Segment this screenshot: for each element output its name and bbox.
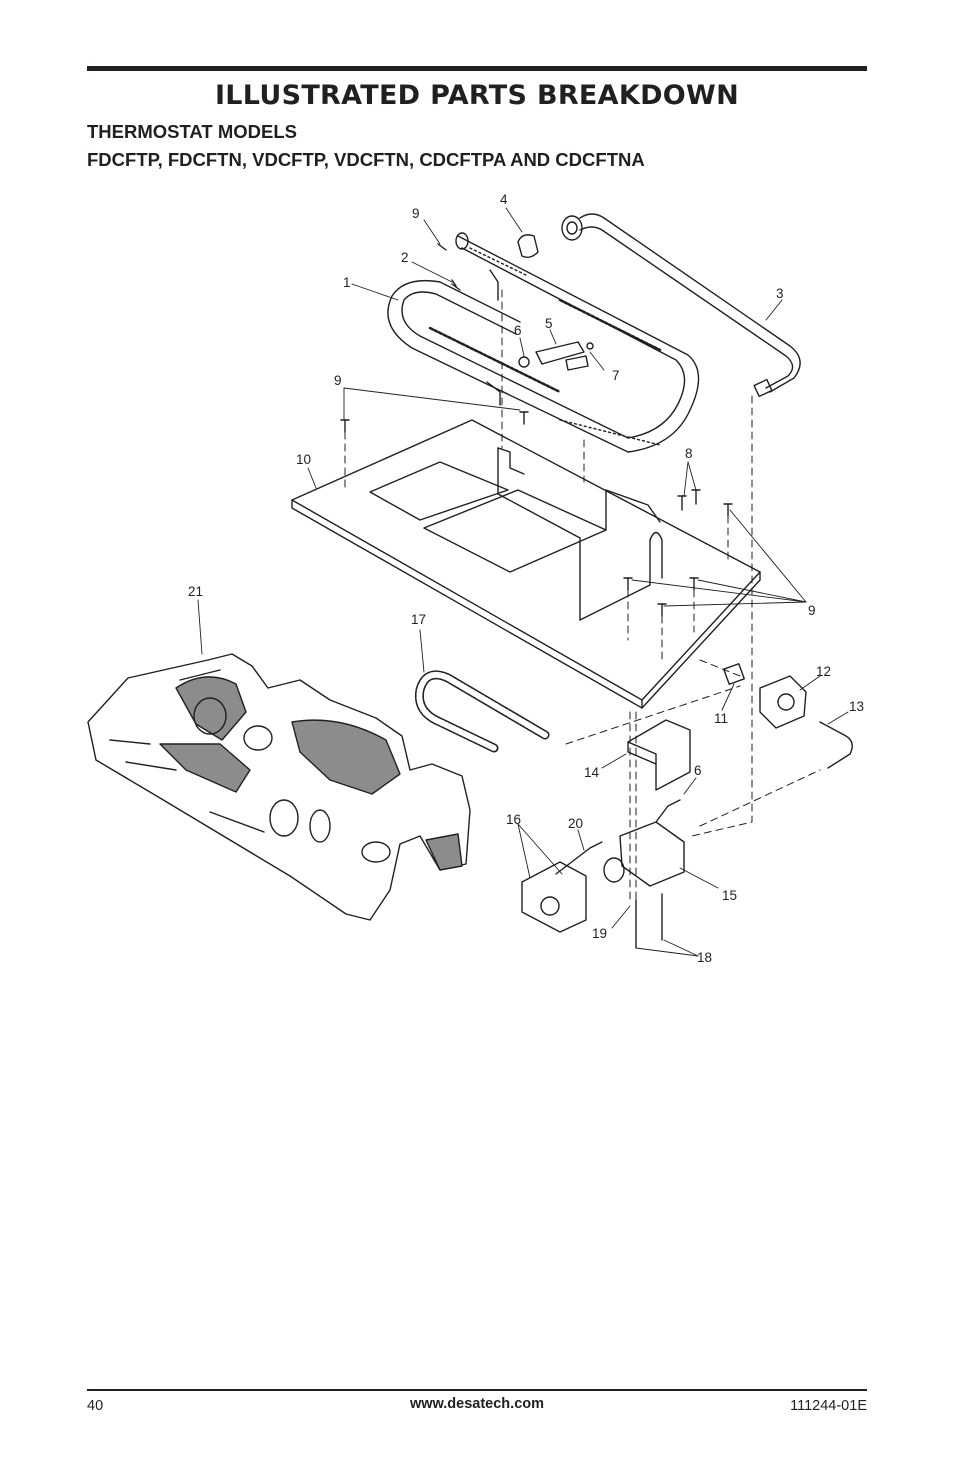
callout-12: 12	[816, 664, 831, 679]
callout-11: 11	[714, 711, 728, 726]
subtitle-model-list: FDCFTP, FDCFTN, VDCFTP, VDCFTN, CDCFTPA …	[87, 149, 645, 170]
callout-1: 1	[343, 275, 351, 290]
callout-3: 3	[776, 286, 784, 301]
callout-19: 19	[592, 926, 607, 941]
callout-7: 7	[612, 368, 620, 383]
burner-base-tray	[291, 419, 761, 709]
callout-15: 15	[722, 888, 737, 903]
top-rule	[87, 66, 867, 71]
burner-tube	[387, 232, 700, 453]
air-shutter	[517, 234, 539, 259]
valve-bracket	[627, 719, 691, 791]
subtitle-models: THERMOSTAT MODELS	[87, 121, 297, 142]
callout-6-valve: 6	[694, 763, 702, 778]
callout-6-pilot: 6	[514, 323, 522, 338]
flex-gas-line	[414, 670, 550, 753]
gas-valve	[603, 799, 685, 949]
page-title: ILLUSTRATED PARTS BREAKDOWN	[214, 80, 740, 111]
page-number: 40	[87, 1398, 104, 1414]
assembly-lines	[344, 289, 821, 901]
callout-20: 20	[568, 816, 583, 831]
callout-18: 18	[697, 950, 712, 965]
orifice-2	[451, 279, 461, 291]
callout-10: 10	[296, 452, 311, 467]
parts-diagram: 1 2 3 4 5 6 7 8 9 9 9 10 11 12 13 14 15 …	[87, 192, 864, 965]
callout-4: 4	[500, 192, 508, 207]
regulator-tubing	[819, 721, 853, 769]
callout-14: 14	[584, 765, 600, 780]
callout-21: 21	[188, 584, 203, 599]
callout-13: 13	[849, 699, 864, 714]
regulator	[723, 663, 807, 729]
document-number: 111244-01E	[790, 1398, 867, 1414]
callout-9-top: 9	[412, 206, 420, 221]
log-set	[87, 653, 471, 921]
callout-2: 2	[401, 250, 409, 265]
callout-8: 8	[685, 446, 693, 461]
leader-lines	[197, 207, 849, 957]
callout-5: 5	[545, 316, 553, 331]
pilot-tubing	[561, 213, 801, 398]
callout-9-right: 9	[808, 603, 816, 618]
burner-bracket	[486, 269, 501, 406]
bottom-rule	[87, 1389, 867, 1391]
pilot-assembly	[518, 341, 594, 371]
callout-9-left: 9	[334, 373, 342, 388]
callout-17: 17	[411, 612, 426, 627]
website-link[interactable]: www.desatech.com	[409, 1396, 545, 1412]
screw-9-top	[437, 243, 447, 251]
thermostat-bracket	[521, 841, 603, 933]
callout-16: 16	[506, 812, 521, 827]
